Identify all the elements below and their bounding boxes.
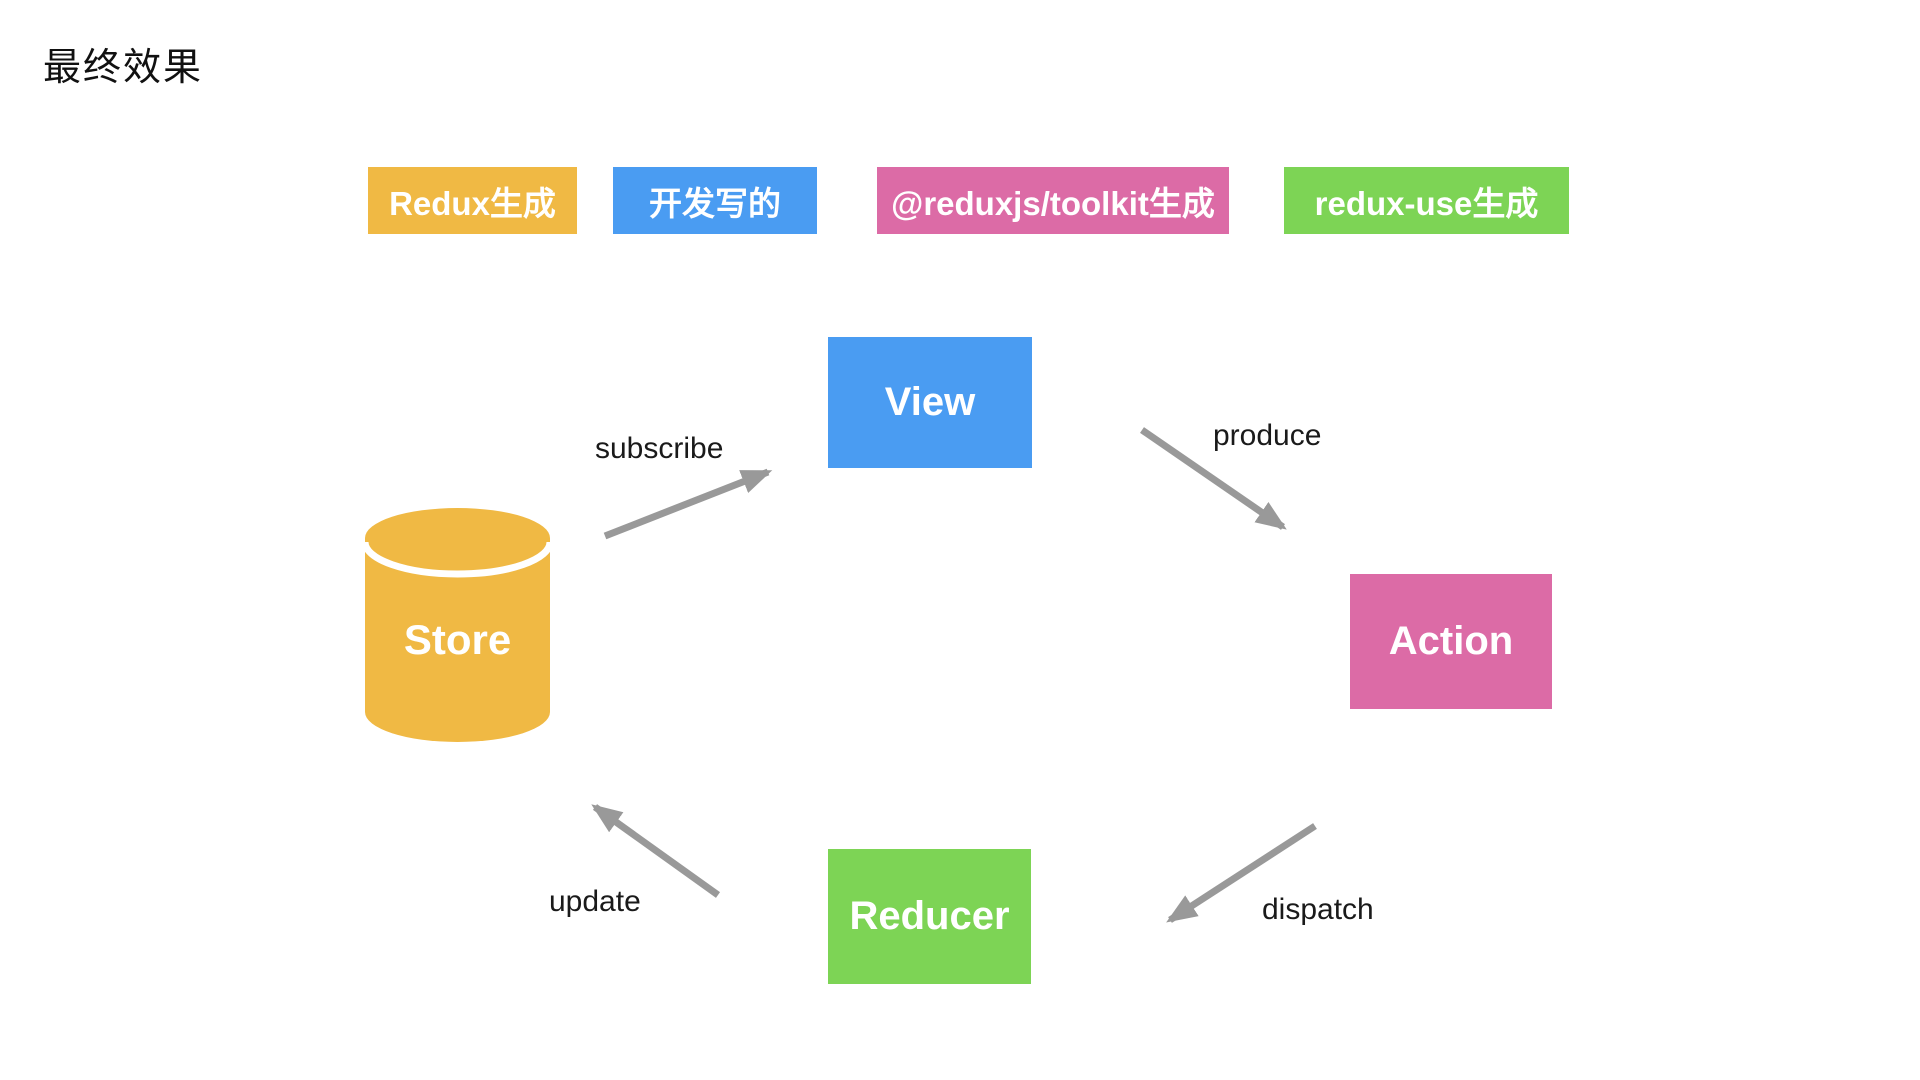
- legend-badge-redux-use: redux-use生成: [1284, 167, 1569, 234]
- arrow-subscribe: [603, 468, 773, 540]
- store-label: Store: [403, 616, 512, 663]
- store-cylinder-icon: [361, 508, 554, 742]
- store-node: Store: [361, 508, 554, 742]
- edge-label-dispatch: dispatch: [1262, 893, 1374, 926]
- view-node: View: [828, 337, 1032, 468]
- reducer-node: Reducer: [828, 849, 1031, 984]
- legend-badge-redux: Redux生成: [368, 167, 577, 234]
- arrow-update: [591, 804, 721, 898]
- page-title: 最终效果: [43, 47, 204, 89]
- edge-label-update: update: [549, 885, 641, 918]
- legend-badge-dev-written: 开发写的: [613, 167, 817, 234]
- edge-label-subscribe: subscribe: [595, 432, 724, 465]
- legend-badge-toolkit: @reduxjs/toolkit生成: [877, 167, 1229, 234]
- edge-label-produce: produce: [1213, 419, 1322, 452]
- action-node: Action: [1350, 574, 1552, 709]
